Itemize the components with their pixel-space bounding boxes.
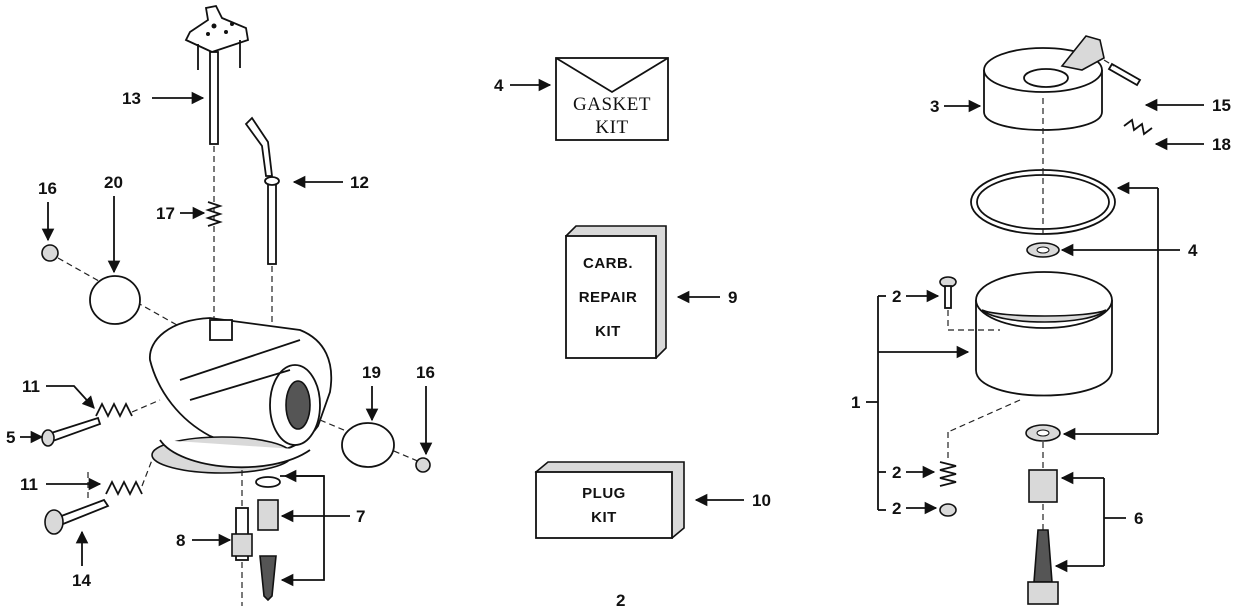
callout-14: 14 [72, 571, 91, 590]
callout-2-lower: 2 [892, 499, 901, 518]
repair-kit-line2: REPAIR [579, 289, 638, 306]
gasket-kit-box: GASKET KIT [555, 57, 669, 141]
screw-16-left-part [41, 244, 59, 262]
callout-4-gasket: 4 [494, 76, 504, 95]
float-bowl-1-part [975, 271, 1113, 397]
spring-11-upper-part [95, 401, 133, 419]
callout-16-right: 16 [416, 363, 435, 382]
callout-6: 6 [1134, 509, 1143, 528]
callout-20: 20 [104, 173, 123, 192]
carburetor-body-part [149, 317, 333, 474]
screw-16-right-part [415, 457, 431, 473]
plug-kit-line1: PLUG [582, 485, 626, 502]
callout-3: 3 [930, 97, 939, 116]
callout-9: 9 [728, 288, 737, 307]
callout-17: 17 [156, 204, 175, 223]
carb-repair-kit-box: CARB. REPAIR KIT [564, 225, 667, 360]
callout-2-upper: 2 [892, 287, 901, 306]
left-carburetor-assembly [41, 4, 431, 606]
pin-15-part [1107, 62, 1142, 87]
plug-kit-box: PLUG KIT [534, 461, 685, 539]
callout-18: 18 [1212, 135, 1231, 154]
bowl-screw-2-part [939, 276, 957, 309]
idle-screw-5-part [46, 416, 102, 444]
needle-7-part [259, 555, 277, 602]
repair-kit-line3: KIT [595, 323, 621, 340]
callout-12: 12 [350, 173, 369, 192]
callout-2-middle: 2 [892, 463, 901, 482]
callout-5: 5 [6, 428, 15, 447]
adjust-screw-14-part [54, 498, 110, 528]
spring-18-part [1123, 118, 1153, 136]
callout-11-lower: 11 [20, 475, 38, 494]
needle-seat-8-part [231, 507, 253, 561]
throttle-plate-19-part [341, 422, 395, 468]
right-float-bowl-assembly [939, 35, 1153, 605]
right-callouts: 3 15 18 4 2 1 2 2 6 [851, 96, 1231, 573]
callout-13: 13 [122, 89, 141, 108]
callout-15: 15 [1212, 96, 1231, 115]
callout-10: 10 [752, 491, 771, 510]
callout-16-left: 16 [38, 179, 57, 198]
callout-7: 7 [356, 507, 365, 526]
callout-11-upper: 11 [22, 377, 40, 396]
seat-7-part [257, 499, 279, 531]
throttle-shaft-part [184, 4, 250, 145]
left-callouts: 13 12 17 16 20 11 5 11 14 8 7 19 16 [6, 89, 435, 590]
washer-part [255, 476, 281, 488]
choke-shaft-part [244, 116, 280, 265]
nozzle-6-part [1027, 442, 1059, 605]
spring-11-lower-part [105, 479, 143, 497]
repair-kit-line1: CARB. [583, 255, 633, 272]
page-number: 2 [616, 591, 625, 606]
callout-19: 19 [362, 363, 381, 382]
callout-8: 8 [176, 531, 185, 550]
spring-17-part [205, 201, 223, 227]
nut-2-part [939, 503, 957, 517]
float-3-part [983, 35, 1105, 131]
callout-1: 1 [851, 393, 860, 412]
gasket-kit-line1: GASKET [573, 94, 651, 115]
gasket-kit-line2: KIT [595, 117, 628, 138]
choke-plate-20-part [89, 275, 141, 325]
spring-2-part [939, 461, 957, 487]
callout-4-right: 4 [1188, 241, 1198, 260]
plug-kit-line2: KIT [591, 509, 617, 526]
